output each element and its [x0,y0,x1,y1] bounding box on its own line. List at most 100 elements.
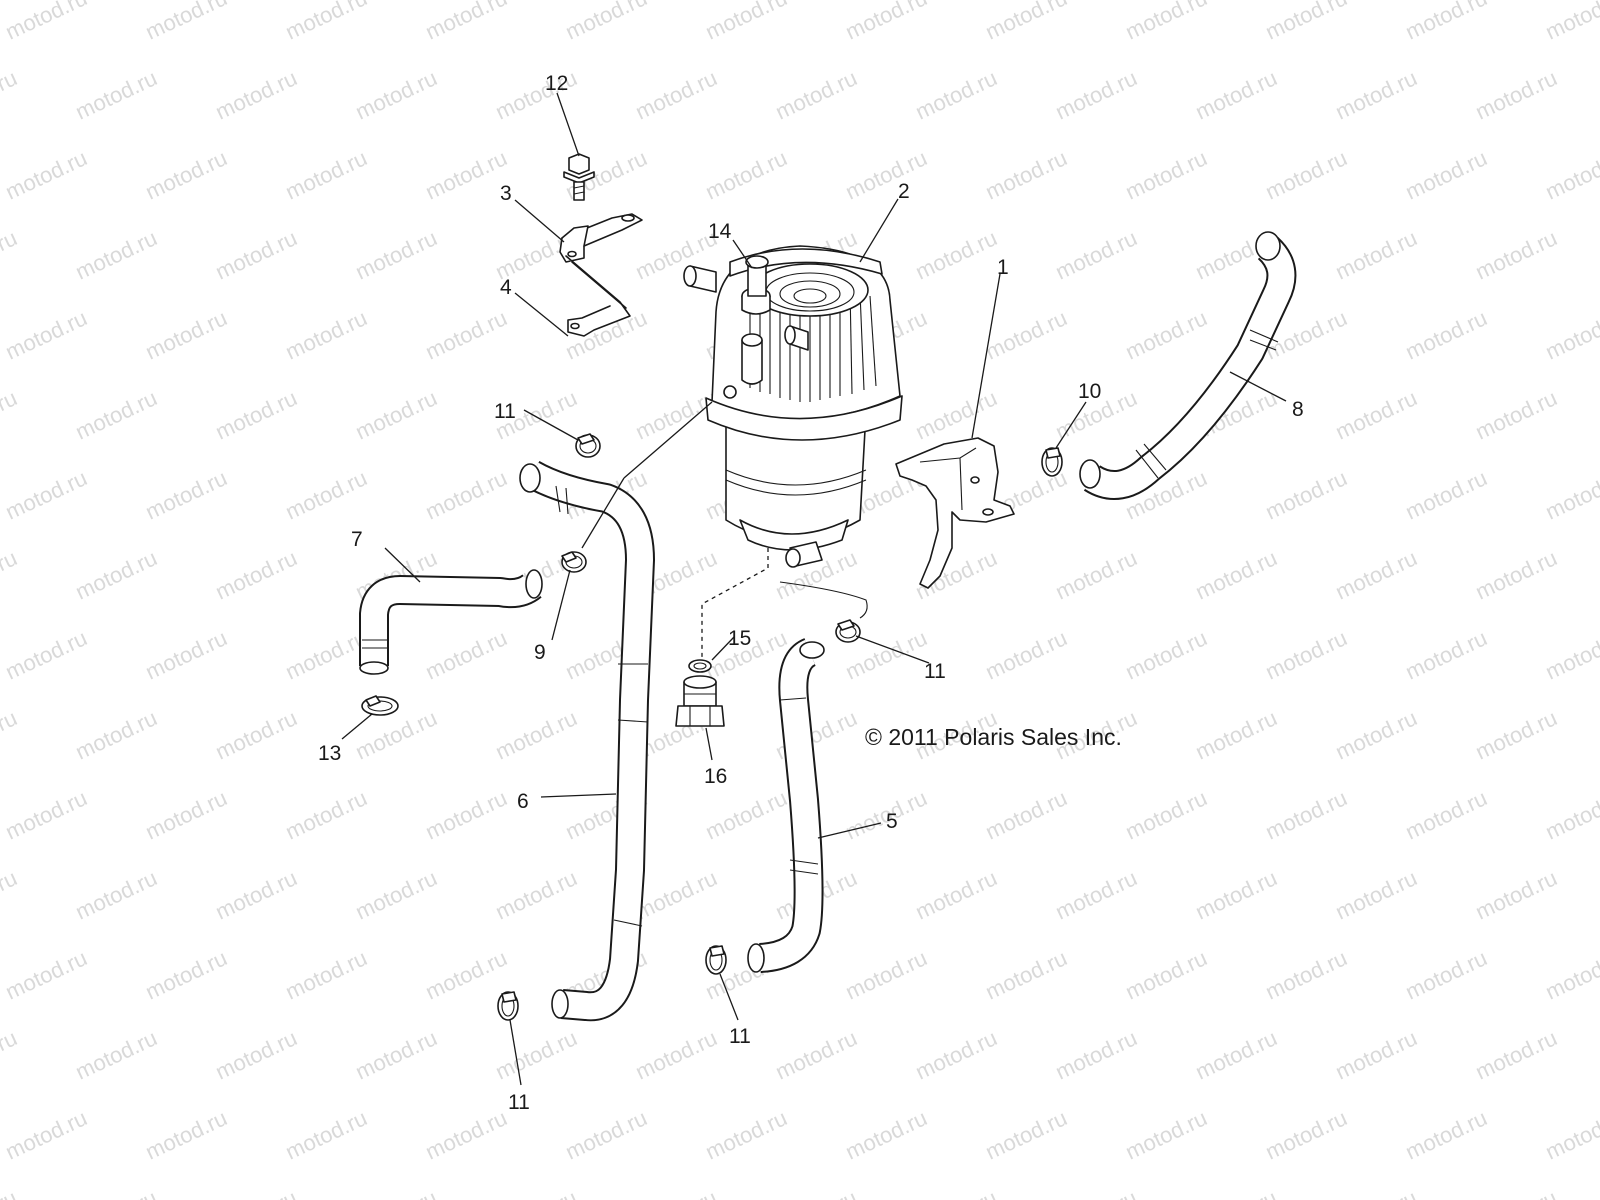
part-drain-plug [675,675,725,727]
watermark-text: motod.ru [1402,945,1491,1004]
watermark-text: motod.ru [842,1105,931,1164]
watermark-text: motod.ru [1052,65,1141,124]
watermark-text: motod.ru [1472,385,1561,444]
watermark-text: motod.ru [1542,625,1600,684]
watermark-text: motod.ru [982,145,1071,204]
callout-11-bottom-left: 11 [508,1091,530,1114]
watermark-text: motod.ru [282,305,371,364]
watermark-text: motod.ru [492,865,581,924]
watermark-text: motod.ru [1472,1185,1561,1200]
watermark-text: motod.ru [282,1105,371,1164]
callout-4: 4 [500,276,512,299]
watermark-text: motod.ru [842,0,931,45]
watermark-text: motod.ru [282,945,371,1004]
watermark-text: motod.ru [632,1185,721,1200]
copyright-notice: © 2011 Polaris Sales Inc. [865,724,1122,750]
part-hose-small [359,569,543,675]
watermark-text: motod.ru [492,1025,581,1084]
watermark-text: motod.ru [1472,225,1561,284]
watermark-text: motod.ru [1542,945,1600,1004]
watermark-text: motod.ru [1192,545,1281,604]
watermark-text: motod.ru [1122,1105,1211,1164]
part-clamp-11-bottom-middle [705,945,727,975]
callout-1: 1 [997,256,1009,279]
watermark-text: motod.ru [1122,785,1211,844]
watermark-text: motod.ru [1122,945,1211,1004]
watermark-text: motod.ru [1332,1025,1421,1084]
watermark-text: motod.ru [982,0,1071,45]
watermark-text: motod.ru [1402,625,1491,684]
watermark-text: motod.ru [562,1105,651,1164]
watermark-text: motod.ru [1122,625,1211,684]
callout-3: 3 [500,182,512,205]
watermark-text: motod.ru [912,225,1001,284]
watermark-text: motod.ru [1052,865,1141,924]
watermark-text: motod.ru [0,385,21,444]
watermark-text: motod.ru [982,625,1071,684]
callout-11-top: 11 [494,400,516,423]
watermark-text: motod.ru [422,0,511,45]
watermark-text: motod.ru [702,1105,791,1164]
watermark-text: motod.ru [1402,0,1491,45]
part-o-ring [688,659,712,673]
part-bracket-lower [565,255,631,337]
part-bolt [563,153,595,201]
watermark-text: motod.ru [632,1025,721,1084]
watermark-text: motod.ru [142,625,231,684]
watermark-text: motod.ru [72,225,161,284]
watermark-text: motod.ru [142,785,231,844]
watermark-text: motod.ru [422,625,511,684]
watermark-text: motod.ru [0,1025,21,1084]
watermark-text: motod.ru [1542,1105,1600,1164]
watermark-text: motod.ru [72,705,161,764]
callout-11-bottom-middle: 11 [729,1025,751,1048]
watermark-text: motod.ru [1192,865,1281,924]
watermark-text: motod.ru [1192,65,1281,124]
watermark-text: motod.ru [2,945,91,1004]
watermark-text: motod.ru [282,0,371,45]
watermark-text: motod.ru [1122,305,1211,364]
watermark-text: motod.ru [1332,385,1421,444]
watermark-text: motod.ru [352,65,441,124]
watermark-text: motod.ru [2,625,91,684]
part-clamp-9 [561,551,587,573]
part-air-canister [683,245,903,568]
watermark-text: motod.ru [142,945,231,1004]
watermark-text: motod.ru [1472,865,1561,924]
watermark-text: motod.ru [1472,705,1561,764]
watermark-text: motod.ru [72,865,161,924]
watermark-text: motod.ru [1472,545,1561,604]
watermark-text: motod.ru [352,385,441,444]
watermark-text: motod.ru [142,465,231,524]
watermark-text: motod.ru [1332,705,1421,764]
watermark-text: motod.ru [0,545,21,604]
watermark-text: motod.ru [212,385,301,444]
watermark-text: motod.ru [1542,465,1600,524]
watermark-text: motod.ru [0,65,21,124]
watermark-text: motod.ru [422,785,511,844]
watermark-text: motod.ru [282,145,371,204]
watermark-text: motod.ru [912,1025,1001,1084]
callout-11-right: 11 [924,660,946,683]
watermark-text: motod.ru [912,65,1001,124]
part-bracket-upper [559,213,643,263]
watermark-text: motod.ru [912,385,1001,444]
watermark-text: motod.ru [142,305,231,364]
watermark-text: motod.ru [212,545,301,604]
part-hose-middle [747,638,825,973]
watermark-text: motod.ru [1262,0,1351,45]
hose-routing-line [779,581,868,619]
watermark-text: motod.ru [142,1105,231,1164]
watermark-text: motod.ru [422,305,511,364]
watermark-text: motod.ru [352,225,441,284]
watermark-text: motod.ru [1542,305,1600,364]
watermark-text: motod.ru [842,145,931,204]
watermark-text: motod.ru [422,1105,511,1164]
watermark-text: motod.ru [352,705,441,764]
watermark-text: motod.ru [2,465,91,524]
callout-14: 14 [708,220,732,243]
leader-lines [341,92,1287,1086]
watermark-text: motod.ru [1332,545,1421,604]
watermark-text: motod.ru [492,705,581,764]
